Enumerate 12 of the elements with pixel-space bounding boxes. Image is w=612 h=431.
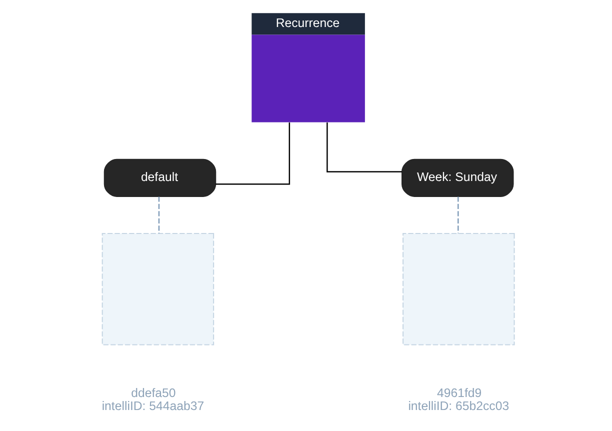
node-label: intelliID: 544aab37	[101, 398, 204, 413]
node-box	[402, 232, 514, 345]
node-label: 4961fd9	[436, 385, 482, 400]
connector	[215, 122, 290, 184]
node-box: default	[103, 158, 216, 196]
node-label: intelliID: 65b2cc03	[408, 398, 509, 413]
connector	[158, 196, 160, 233]
connector	[326, 122, 402, 172]
connector	[457, 196, 458, 233]
node-box: Week: Sunday	[401, 158, 514, 196]
node-box	[101, 232, 214, 345]
node-label: ddefa50	[130, 385, 176, 400]
